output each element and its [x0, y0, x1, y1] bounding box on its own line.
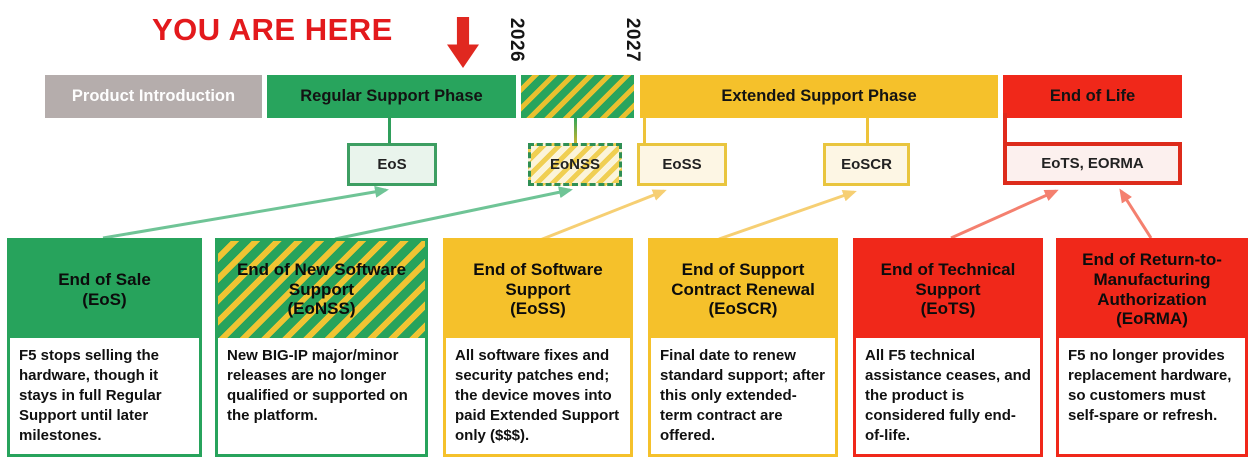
connector-end-of-life [1003, 113, 1007, 144]
card-eonss-title: End of New Software Support (EoNSS) [218, 241, 425, 338]
connector-eonss [574, 117, 577, 144]
card-eorma: End of Return-to- Manufacturing Authoriz… [1056, 238, 1248, 457]
card-eots-title: End of Technical Support (EoTS) [856, 241, 1040, 338]
arrow-card-eots [950, 189, 1059, 240]
connector-eoss [643, 117, 646, 144]
you-are-here-label: YOU ARE HERE [152, 12, 393, 47]
card-eos: End of Sale (EoS) F5 stops selling the h… [7, 238, 202, 457]
arrow-card-eorma [1119, 188, 1153, 239]
card-eoscr-title: End of Support Contract Renewal (EoSCR) [651, 241, 835, 338]
phase-eonss-transition [521, 75, 634, 118]
milestone-box-eoss: EoSS [637, 143, 727, 186]
card-eoscr: End of Support Contract Renewal (EoSCR) … [648, 238, 838, 457]
card-eots: End of Technical Support (EoTS) All F5 t… [853, 238, 1043, 457]
card-eorma-title: End of Return-to- Manufacturing Authoriz… [1059, 241, 1245, 338]
arrow-card-eos [102, 185, 389, 240]
card-eos-title: End of Sale (EoS) [10, 241, 199, 338]
year-label-2027: 2027 [622, 17, 643, 63]
card-eoss-body: All software fixes and security patches … [446, 338, 630, 454]
card-eoss: End of Software Support (EoSS) All softw… [443, 238, 633, 457]
milestone-box-eonss: EoNSS [528, 143, 622, 186]
milestone-box-eoscr: EoSCR [823, 143, 910, 186]
connector-eoscr [866, 117, 869, 144]
phase-extended-support: Extended Support Phase [640, 75, 998, 118]
card-eots-body: All F5 technical assistance ceases, and … [856, 338, 1040, 454]
arrow-card-eonss [334, 186, 573, 241]
milestone-box-eots-eorma: EoTS, EORMA [1003, 142, 1182, 185]
card-eonss-body: New BIG-IP major/minor releases are no l… [218, 338, 425, 454]
arrow-card-eoss [539, 189, 667, 242]
card-eoss-title: End of Software Support (EoSS) [446, 241, 630, 338]
year-label-2026: 2026 [506, 17, 527, 63]
arrow-card-eoscr [718, 189, 857, 241]
card-eonss: End of New Software Support (EoNSS) New … [215, 238, 428, 457]
card-eoscr-body: Final date to renew standard support; af… [651, 338, 835, 454]
phase-end-of-life: End of Life [1003, 75, 1182, 118]
card-eos-body: F5 stops selling the hardware, though it… [10, 338, 199, 454]
phase-regular-support: Regular Support Phase [267, 75, 516, 118]
card-eorma-body: F5 no longer provides replacement hardwa… [1059, 338, 1245, 454]
milestone-box-eos: EoS [347, 143, 437, 186]
phase-product-introduction: Product Introduction [45, 75, 262, 118]
connector-eos [388, 117, 391, 144]
